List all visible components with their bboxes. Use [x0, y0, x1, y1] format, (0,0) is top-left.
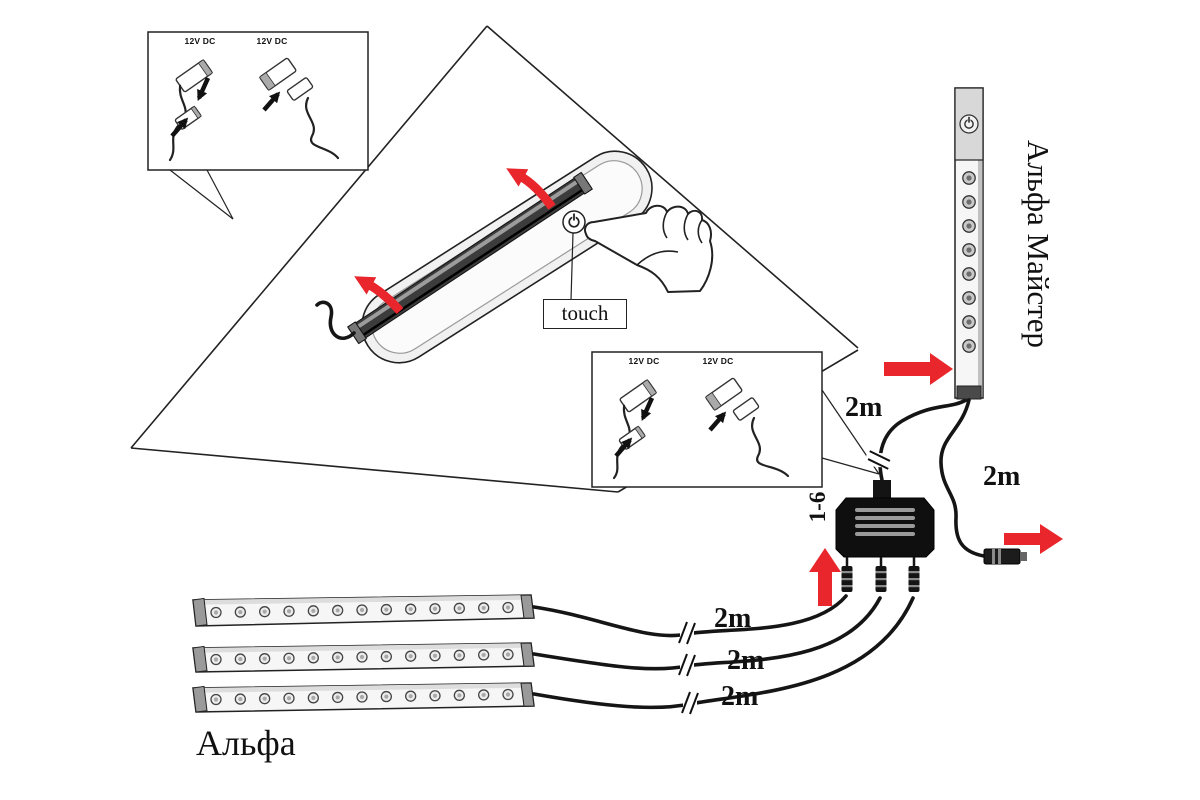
rotation-arrow-top-icon	[506, 168, 556, 210]
joined-connector-icon	[258, 57, 297, 91]
alpha-bar-1-leds	[210, 601, 514, 619]
voltage-label: 12V DC	[256, 36, 288, 46]
cable-length-master-tail: 2m	[983, 461, 1021, 492]
master-power-icon	[959, 114, 979, 134]
master-tail-cable	[939, 398, 986, 558]
led-channel	[361, 150, 653, 364]
cable-break-mark	[678, 652, 696, 678]
voltage-label: 12V DC	[702, 356, 734, 366]
hub	[835, 480, 935, 558]
hand-illustration	[584, 204, 714, 293]
alpha-bar-3	[192, 682, 535, 713]
voltage-label: 12V DC	[184, 36, 216, 46]
hub-to-master-cable	[878, 398, 968, 482]
male-connector-icon	[619, 379, 658, 438]
rotation-arrow-bottom-icon	[354, 276, 404, 315]
tilted-led-bar	[347, 171, 593, 345]
alpha-bar-2-leds	[210, 648, 514, 666]
master-bar	[954, 87, 984, 400]
red-arrow-to-connector-icon	[1004, 524, 1063, 554]
cable-length-bar-2: 2m	[727, 645, 765, 676]
connector-inset-1	[147, 31, 369, 171]
alpha-bar-2	[192, 642, 535, 673]
hub-ports-label: 1-6	[805, 491, 830, 523]
joined-connector-socket-icon	[286, 77, 314, 101]
voltage-label: 12V DC	[628, 356, 660, 366]
touch-power-icon	[562, 210, 586, 234]
cable-length-master-feed: 2m	[845, 392, 883, 423]
alpha-bar-1	[192, 594, 535, 627]
cable-break-mark	[678, 620, 696, 646]
male-connector-icon	[175, 59, 214, 118]
connector-inset-2	[591, 351, 823, 488]
touch-callout-line	[570, 232, 574, 301]
red-arrow-to-master-icon	[884, 353, 953, 385]
cable-length-bar-3: 2m	[721, 681, 759, 712]
bar-end-cable	[315, 300, 356, 340]
cable-break-mark	[865, 450, 893, 470]
cable-break-mark	[681, 690, 699, 716]
hub-output-plugs	[841, 557, 920, 592]
red-arrow-to-hub-icon	[809, 548, 841, 606]
alpha-bar-3-leds	[210, 688, 514, 706]
joined-connector-socket-icon	[732, 397, 760, 421]
connect-arrow-icon	[708, 411, 727, 432]
master-product-label: Альфа Майстер	[1021, 139, 1056, 349]
connect-arrow-icon	[170, 117, 189, 138]
touch-callout-label: touch	[543, 299, 627, 329]
connect-arrow-icon	[196, 77, 211, 101]
joined-connector-icon	[704, 377, 743, 411]
cable-length-bar-1: 2m	[714, 603, 752, 634]
connect-arrow-icon	[614, 437, 633, 458]
loose-connector	[983, 548, 1027, 565]
connect-arrow-icon	[640, 397, 655, 421]
connect-arrow-icon	[262, 91, 281, 112]
alpha-product-label: Альфа	[196, 723, 296, 763]
master-led-dots	[962, 171, 976, 353]
